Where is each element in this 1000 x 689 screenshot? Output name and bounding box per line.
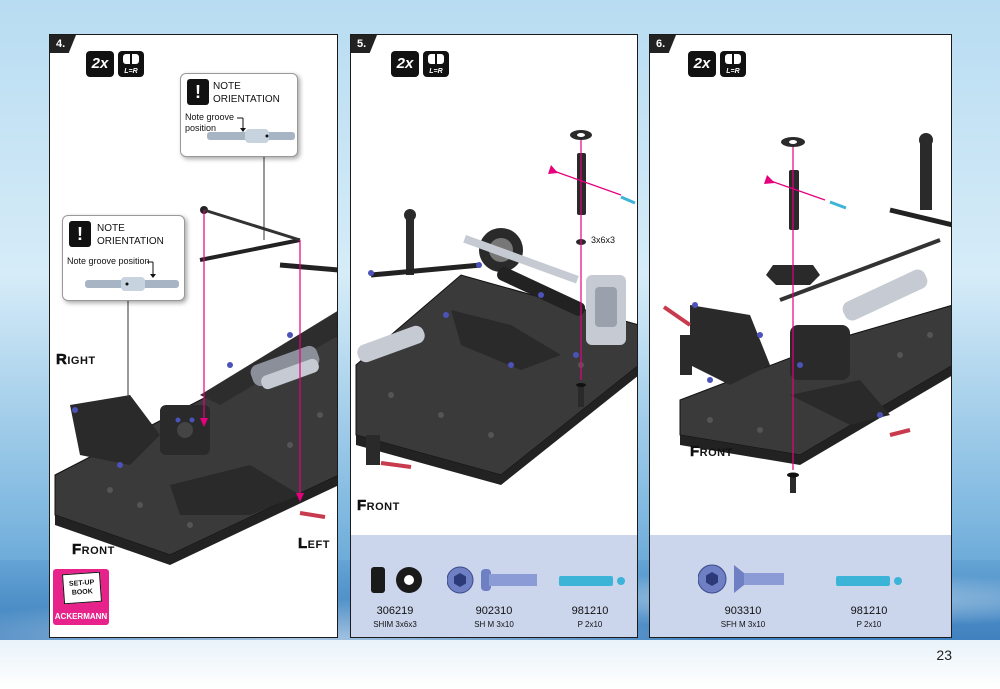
- step-6-assembly-illustration: [662, 133, 951, 493]
- step-4-panel: 4. 2x L=R: [49, 34, 338, 638]
- orientation-note: ! NOTE ORIENTATION Note groove position: [62, 215, 185, 301]
- pin-part-icon: [836, 576, 902, 586]
- note-label: Note groove position: [185, 112, 235, 133]
- quantity-badge: 2x: [688, 51, 716, 77]
- orientation-note: ! NOTE ORIENTATION Note groove position: [180, 73, 298, 157]
- shim-callout: 3x6x3: [591, 235, 616, 245]
- direction-label-left: LEFT: [298, 535, 330, 553]
- part-number: 903310: [724, 605, 762, 617]
- step-6-panel: 6. 2x L=R: [649, 34, 952, 638]
- direction-label-right: RIGHT: [56, 351, 96, 369]
- step-number: 6.: [650, 35, 676, 53]
- groove-position-diagram: [207, 117, 295, 143]
- part-number: 981210: [571, 605, 609, 617]
- part-description: SFH M 3x10: [720, 620, 766, 629]
- warning-icon: !: [69, 221, 91, 247]
- parts-list: 903310 SFH M 3x10 981210 P 2x10: [650, 535, 951, 637]
- parts-list: 306219 SHIM 3x6x3 902310 SH M 3x10 98121…: [351, 535, 637, 637]
- step-4-assembly-illustration: [54, 155, 337, 565]
- left-equals-right-icon: L=R: [423, 51, 449, 77]
- setup-book-badge: SET-UP BOOK ACKERMANN: [53, 569, 109, 625]
- part-number: 981210: [850, 605, 888, 617]
- part-number: 902310: [475, 605, 513, 617]
- part-number: 306219: [376, 605, 414, 617]
- note-title: NOTE ORIENTATION: [213, 81, 280, 105]
- setup-book-label: ACKERMANN: [54, 612, 108, 621]
- step-number: 4.: [50, 35, 76, 53]
- warning-icon: !: [187, 79, 209, 105]
- part-description: P 2x10: [856, 620, 882, 629]
- part-description: SH M 3x10: [474, 620, 514, 629]
- step-5-assembly-illustration: [355, 130, 637, 485]
- shim-part-icon: [371, 567, 422, 593]
- countersunk-screw-part-icon: [698, 564, 784, 594]
- note-title: NOTE ORIENTATION: [97, 223, 164, 247]
- direction-label-front: FRONT: [690, 443, 733, 461]
- pin-part-icon: [559, 576, 625, 586]
- part-description: P 2x10: [577, 620, 603, 629]
- step-number: 5.: [351, 35, 377, 53]
- note-label: Note groove position: [67, 256, 150, 266]
- direction-label-front: FRONT: [72, 541, 115, 559]
- quantity-badge: 2x: [86, 51, 114, 77]
- screw-part-icon: [447, 566, 537, 594]
- background-footer: [0, 640, 1000, 689]
- page-number: 23: [936, 647, 952, 663]
- left-equals-right-icon: L=R: [720, 51, 746, 77]
- step-5-panel: 5. 2x L=R: [350, 34, 638, 638]
- quantity-badge: 2x: [391, 51, 419, 77]
- left-equals-right-icon: L=R: [118, 51, 144, 77]
- part-description: SHIM 3x6x3: [373, 620, 417, 629]
- setup-book-icon: SET-UP BOOK: [61, 571, 103, 605]
- groove-position-diagram: [85, 261, 179, 291]
- direction-label-front: FRONT: [357, 497, 400, 515]
